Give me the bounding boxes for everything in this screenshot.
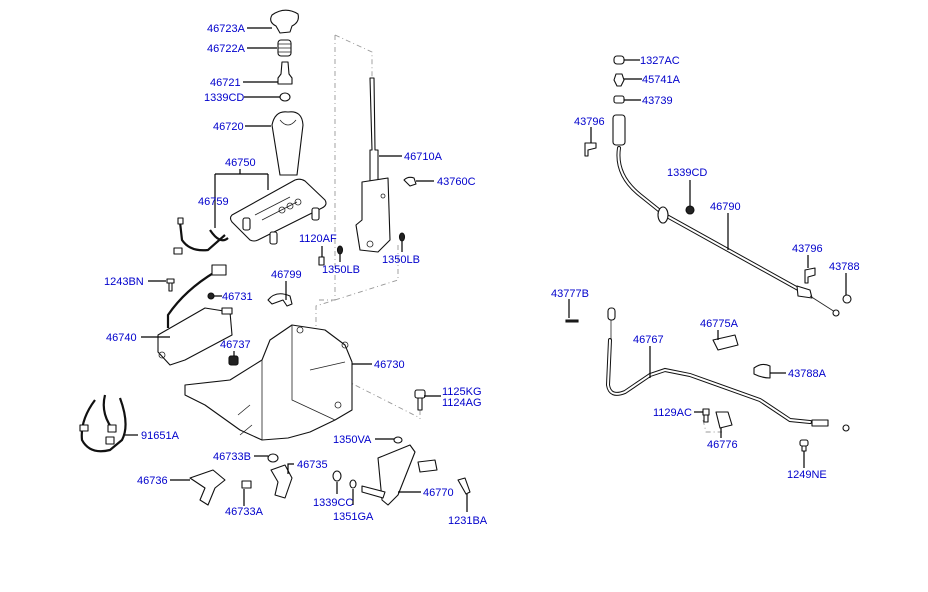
label-46799[interactable]: 46799 — [271, 269, 302, 281]
label-46790[interactable]: 46790 — [710, 201, 741, 213]
grommet-part-43788a[interactable] — [753, 363, 771, 379]
detent-part-46735[interactable] — [270, 464, 293, 499]
label-43760c[interactable]: 43760C — [437, 176, 476, 188]
pin-part-1350lb-b[interactable] — [398, 232, 406, 242]
bolt-part-1129ac[interactable] — [702, 408, 710, 423]
bracket-part-46775a[interactable] — [712, 334, 739, 351]
label-46721[interactable]: 46721 — [210, 77, 241, 89]
base-bracket-part[interactable] — [184, 324, 353, 441]
label-1243bn[interactable]: 1243BN — [104, 276, 144, 288]
pin-part-1350lb-a[interactable] — [336, 245, 344, 255]
label-1125kg[interactable]: 1125KG — [442, 386, 482, 398]
label-1249ne[interactable]: 1249NE — [787, 469, 827, 481]
bolt-part-1249ne[interactable] — [799, 439, 809, 452]
label-46776[interactable]: 46776 — [707, 439, 738, 451]
label-1327ac[interactable]: 1327AC — [640, 55, 680, 67]
washer-part-1350va[interactable] — [393, 436, 403, 444]
label-1129ac[interactable]: 1129AC — [653, 407, 692, 419]
shift-knob-part[interactable] — [271, 111, 304, 176]
lever-part-46770[interactable] — [361, 444, 438, 506]
bracket-part-46799[interactable] — [267, 293, 293, 307]
washer-part-1351ga[interactable] — [349, 479, 357, 489]
label-43796-a[interactable]: 43796 — [574, 116, 605, 128]
label-43796-b[interactable]: 43796 — [792, 243, 823, 255]
shift-lever-part[interactable] — [355, 77, 391, 253]
label-1351ga[interactable]: 1351GA — [333, 511, 374, 523]
label-46736[interactable]: 46736 — [137, 475, 168, 487]
label-43739[interactable]: 43739 — [642, 95, 673, 107]
label-1350lb-a[interactable]: 1350LB — [322, 264, 360, 276]
wire-harness-91651a[interactable] — [79, 394, 127, 453]
clip-part-43796-b[interactable] — [804, 267, 816, 284]
clip-part-43760c[interactable] — [403, 176, 417, 187]
label-43788a[interactable]: 43788A — [788, 368, 827, 380]
bushing-part-43788[interactable] — [842, 294, 852, 304]
shift-cable-46790[interactable] — [612, 114, 840, 317]
label-43788[interactable]: 43788 — [829, 261, 860, 273]
label-46770[interactable]: 46770 — [423, 487, 454, 499]
pin-part-1231ba[interactable] — [457, 477, 471, 495]
label-1231ba[interactable]: 1231BA — [448, 515, 488, 527]
washer-part-1339cc[interactable] — [332, 470, 342, 482]
label-46735[interactable]: 46735 — [297, 459, 328, 471]
spring-part-46737[interactable] — [228, 355, 239, 366]
nut-part-1327ac[interactable] — [613, 55, 625, 65]
nut-part-1339cd-b[interactable] — [685, 205, 695, 215]
label-46737[interactable]: 46737 — [220, 339, 251, 351]
label-46759[interactable]: 46759 — [198, 196, 229, 208]
label-46722a[interactable]: 46722A — [207, 43, 246, 55]
button-rod-part[interactable] — [277, 61, 293, 85]
label-1339cc[interactable]: 1339CC — [313, 497, 353, 509]
label-46733a[interactable]: 46733A — [225, 506, 264, 518]
connector-cable-part[interactable] — [166, 264, 227, 328]
label-46730[interactable]: 46730 — [374, 359, 405, 371]
label-46740[interactable]: 46740 — [106, 332, 137, 344]
indicator-plate-part[interactable] — [229, 178, 327, 245]
part-labels: 46723A 46722A 46721 1339CD 46720 46750 4… — [104, 23, 860, 527]
label-1124ag[interactable]: 1124AG — [442, 397, 482, 409]
nut-part-46731[interactable] — [207, 292, 215, 300]
cable-part-46767[interactable] — [605, 307, 850, 432]
nut-part-1339cd[interactable] — [279, 92, 291, 102]
bushing-part-43739[interactable] — [613, 95, 625, 104]
label-1350lb-b[interactable]: 1350LB — [382, 254, 420, 266]
label-46710a[interactable]: 46710A — [404, 151, 443, 163]
label-46720[interactable]: 46720 — [213, 121, 244, 133]
label-1120af[interactable]: 1120AF — [299, 233, 337, 245]
clip-part-43796-a[interactable] — [584, 142, 597, 157]
bushing-part-46733b[interactable] — [267, 453, 279, 463]
label-91651a[interactable]: 91651A — [141, 430, 180, 442]
label-45741a[interactable]: 45741A — [642, 74, 681, 86]
wire-harness-46759[interactable] — [173, 217, 229, 255]
label-1339cd-b[interactable]: 1339CD — [667, 167, 707, 179]
block-part-46733A[interactable] — [241, 480, 252, 489]
label-46733b[interactable]: 46733B — [213, 451, 251, 463]
label-43777b[interactable]: 43777B — [551, 288, 589, 300]
label-1339cd-a[interactable]: 1339CD — [204, 92, 244, 104]
label-46731[interactable]: 46731 — [222, 291, 253, 303]
label-46775a[interactable]: 46775A — [700, 318, 739, 330]
leader-lines — [125, 27, 847, 512]
label-46723a[interactable]: 46723A — [207, 23, 246, 35]
label-1350va[interactable]: 1350VA — [333, 434, 372, 446]
pin-part-43777b[interactable] — [565, 319, 579, 323]
bracket-part-46776[interactable] — [715, 411, 733, 429]
label-46750[interactable]: 46750 — [225, 157, 256, 169]
screw-part-1243bn[interactable] — [166, 278, 175, 292]
cam-part-46736[interactable] — [189, 469, 226, 506]
label-46767[interactable]: 46767 — [633, 334, 664, 346]
bolt-part-45741a[interactable] — [613, 73, 625, 87]
spring-part[interactable] — [277, 39, 292, 57]
knob-cap-part[interactable] — [270, 9, 299, 34]
bolt-part-1125kg[interactable] — [414, 389, 426, 411]
shift-lock-solenoid-part[interactable] — [157, 307, 233, 366]
